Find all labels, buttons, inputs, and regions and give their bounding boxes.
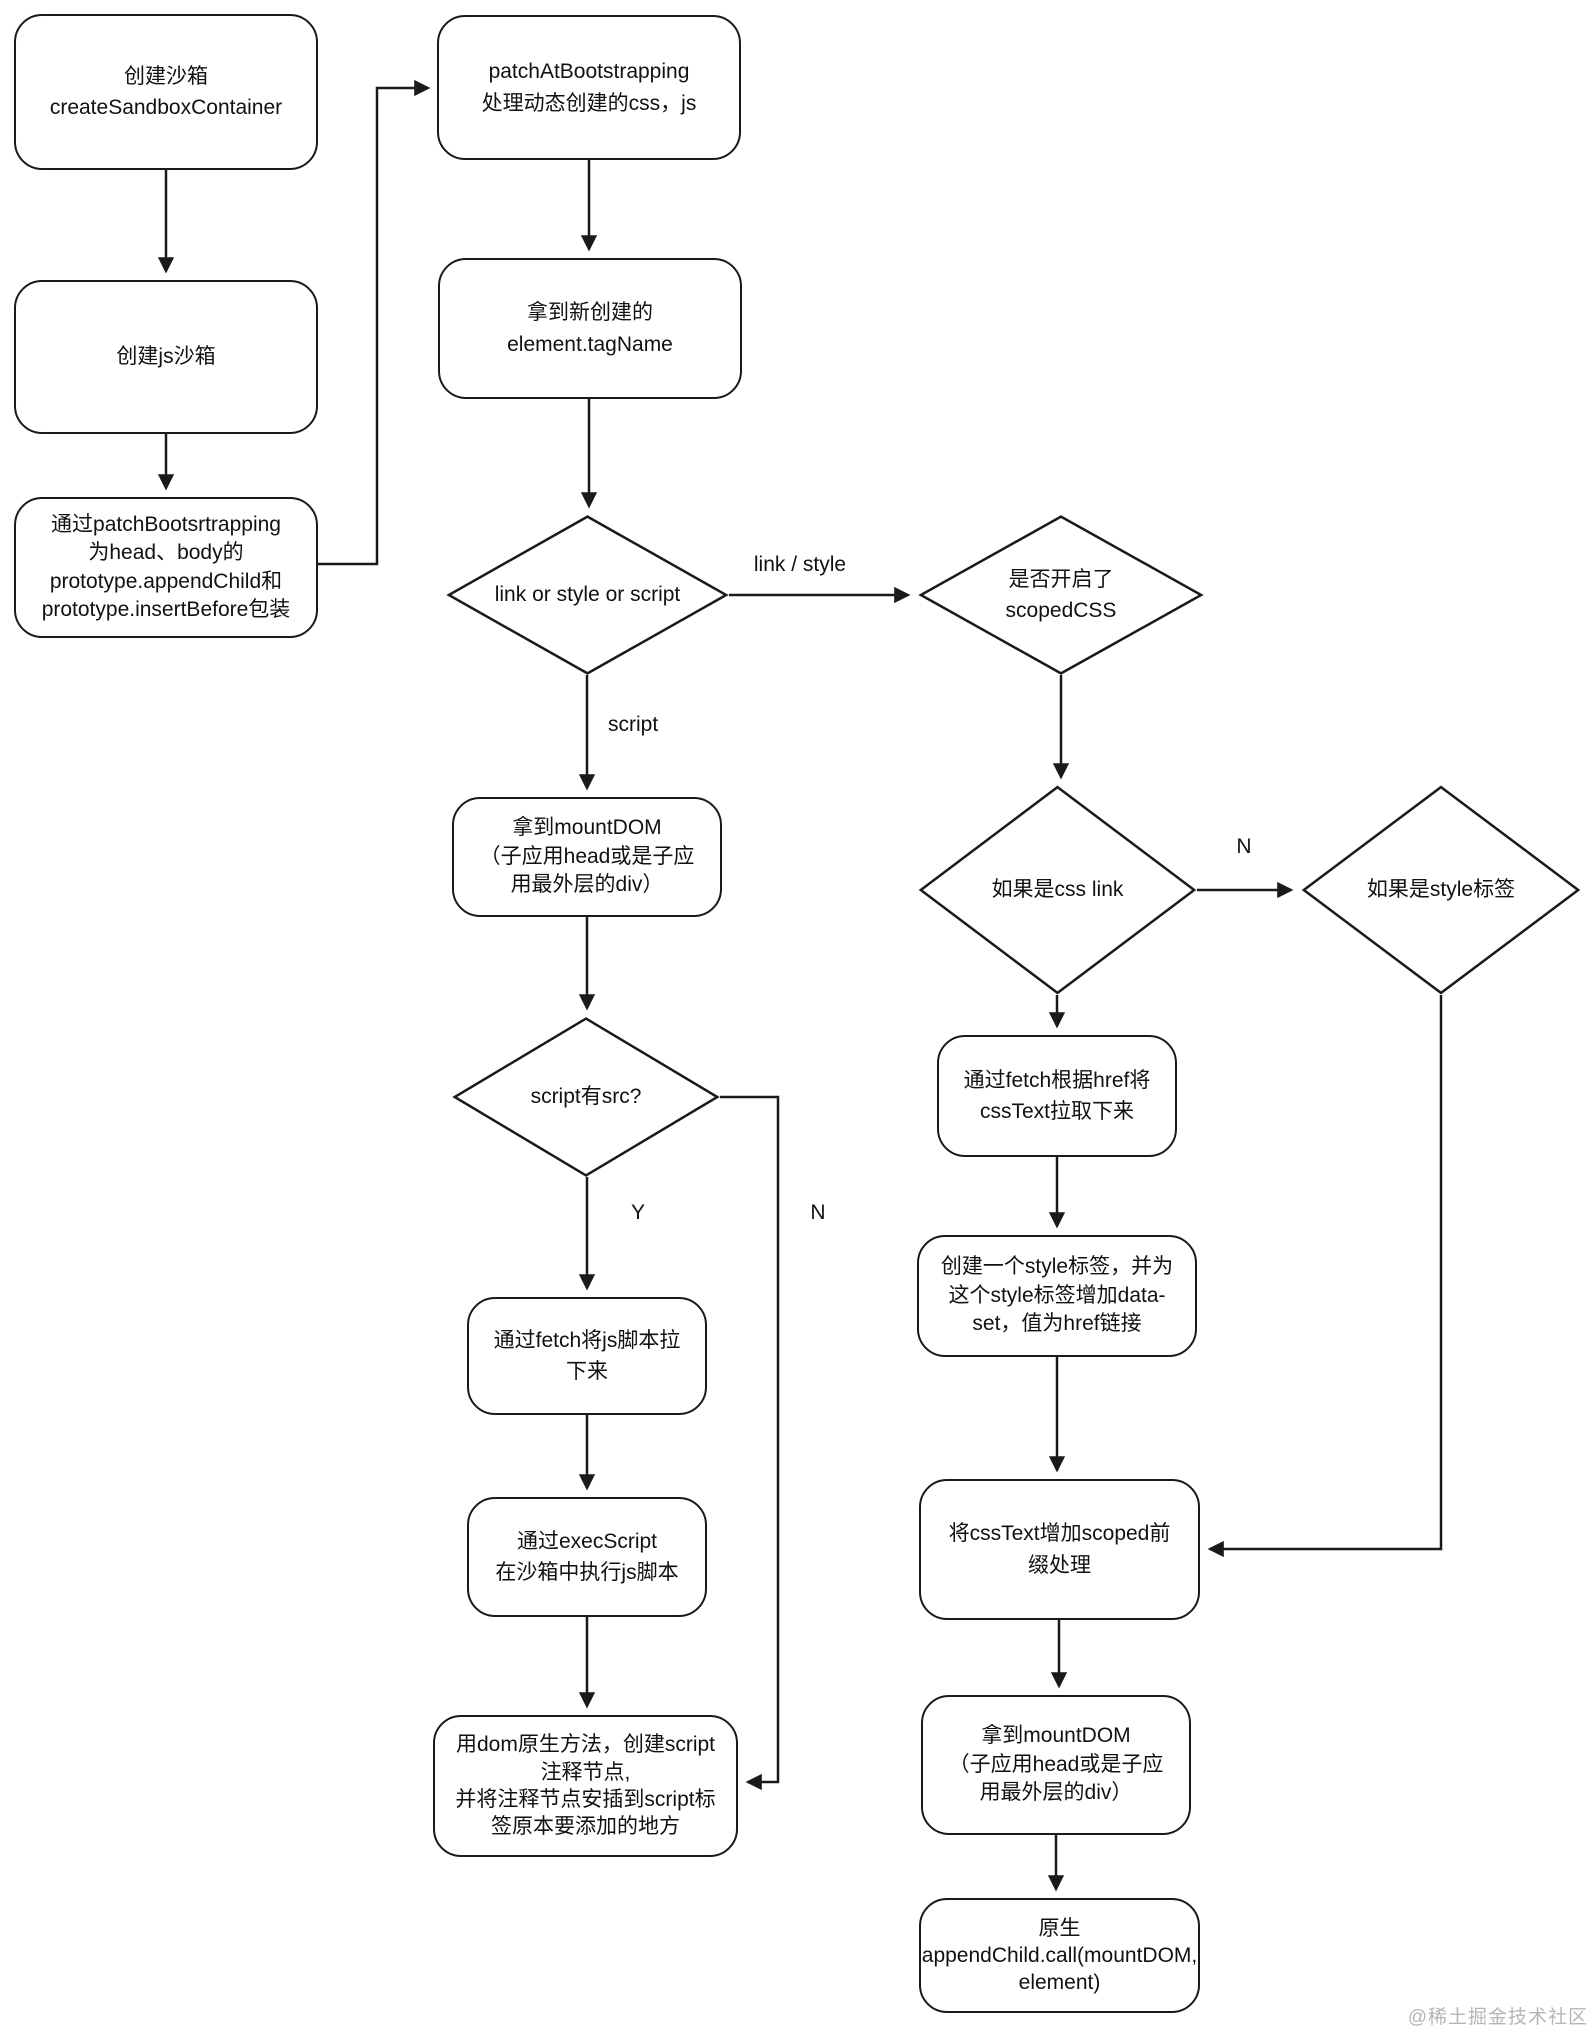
node-fetch-css-text: 通过fetch根据href将 cssText拉取下来 <box>937 1035 1177 1157</box>
node-get-mount-dom-script: 拿到mountDOM （子应用head或是子应 用最外层的div） <box>452 797 722 917</box>
node-exec-script: 通过execScript 在沙箱中执行js脚本 <box>467 1497 707 1617</box>
node-create-style-tag-label: 创建一个style标签，并为 这个style标签增加data- set，值为hr… <box>940 1255 1174 1336</box>
node-get-mount-dom-css: 拿到mountDOM （子应用head或是子应 用最外层的div） <box>921 1695 1191 1835</box>
diamond-shape <box>446 515 729 675</box>
node-comment-node-label: 用dom原生方法，创建script 注释节点, 并将注释节点安插到script标… <box>455 1733 716 1839</box>
edge-label-yes-script-src: Y <box>630 1201 645 1224</box>
node-decision-link-style-script-label: link or style or script <box>494 583 681 607</box>
node-scoped-prefix-label: 将cssText增加scoped前 缀处理 <box>948 1522 1171 1577</box>
node-create-style-tag: 创建一个style标签，并为 这个style标签增加data- set，值为hr… <box>917 1235 1197 1357</box>
node-decision-script-src-label: script有src? <box>530 1085 642 1109</box>
node-patch-at-bootstrapping-label: patchAtBootstrapping 处理动态创建的css，js <box>481 60 697 115</box>
node-decision-scoped-css-label: 是否开启了 scopedCSS <box>1005 567 1117 623</box>
diamond-shape <box>918 785 1197 995</box>
edge-label-no-css-link: N <box>1236 835 1252 858</box>
diamond-shape <box>1301 785 1581 995</box>
node-decision-style-tag-label: 如果是style标签 <box>1366 878 1516 902</box>
edge-patch-wrap-to-patch-at-bootstrapping <box>318 79 431 566</box>
node-get-tag-name: 拿到新创建的 element.tagName <box>438 258 742 399</box>
node-scoped-prefix: 将cssText增加scoped前 缀处理 <box>919 1479 1200 1620</box>
node-fetch-js: 通过fetch将js脚本拉 下来 <box>467 1297 707 1415</box>
node-decision-script-src: script有src? <box>452 1017 720 1177</box>
diamond-shape <box>918 515 1204 675</box>
node-create-sandbox-label: 创建沙箱 createSandboxContainer <box>49 64 283 120</box>
edge-script-src-no-to-comment-node <box>720 1095 780 1791</box>
node-decision-link-style-script: link or style or script <box>446 515 729 675</box>
node-fetch-css-text-label: 通过fetch根据href将 cssText拉取下来 <box>963 1068 1151 1124</box>
node-fetch-js-label: 通过fetch将js脚本拉 下来 <box>493 1328 681 1384</box>
node-native-append-child: 原生 appendChild.call(mountDOM, element) <box>919 1898 1200 2013</box>
node-decision-css-link-label: 如果是css link <box>991 878 1124 902</box>
node-patch-bootstrapping-wrap: 通过patchBootsrtrapping 为head、body的 protot… <box>14 497 318 638</box>
node-patch-bootstrapping-wrap-label: 通过patchBootsrtrapping 为head、body的 protot… <box>41 512 291 621</box>
node-get-tag-name-label: 拿到新创建的 element.tagName <box>507 301 673 356</box>
diamond-shape <box>452 1017 720 1177</box>
edge-style-tag-to-scoped-prefix <box>1207 995 1443 1558</box>
node-decision-style-tag: 如果是style标签 <box>1301 785 1581 995</box>
node-patch-at-bootstrapping: patchAtBootstrapping 处理动态创建的css，js <box>437 15 741 160</box>
node-decision-scoped-css: 是否开启了 scopedCSS <box>918 515 1204 675</box>
node-create-sandbox: 创建沙箱 createSandboxContainer <box>14 14 318 170</box>
node-create-js-sandbox: 创建js沙箱 <box>14 280 318 434</box>
node-create-js-sandbox-label: 创建js沙箱 <box>116 345 216 369</box>
node-get-mount-dom-css-label: 拿到mountDOM （子应用head或是子应 用最外层的div） <box>948 1724 1164 1805</box>
edge-label-script: script <box>608 713 659 736</box>
edge-label-link-style: link / style <box>753 553 847 576</box>
watermark: @稀土掘金技术社区 <box>1407 2007 1588 2028</box>
node-native-append-child-label: 原生 appendChild.call(mountDOM, element) <box>921 1916 1198 1995</box>
node-get-mount-dom-script-label: 拿到mountDOM （子应用head或是子应 用最外层的div） <box>479 816 695 897</box>
node-decision-css-link: 如果是css link <box>918 785 1197 995</box>
node-comment-node: 用dom原生方法，创建script 注释节点, 并将注释节点安插到script标… <box>433 1715 738 1857</box>
edge-label-no-script-src: N <box>810 1201 826 1224</box>
node-exec-script-label: 通过execScript 在沙箱中执行js脚本 <box>495 1529 679 1585</box>
